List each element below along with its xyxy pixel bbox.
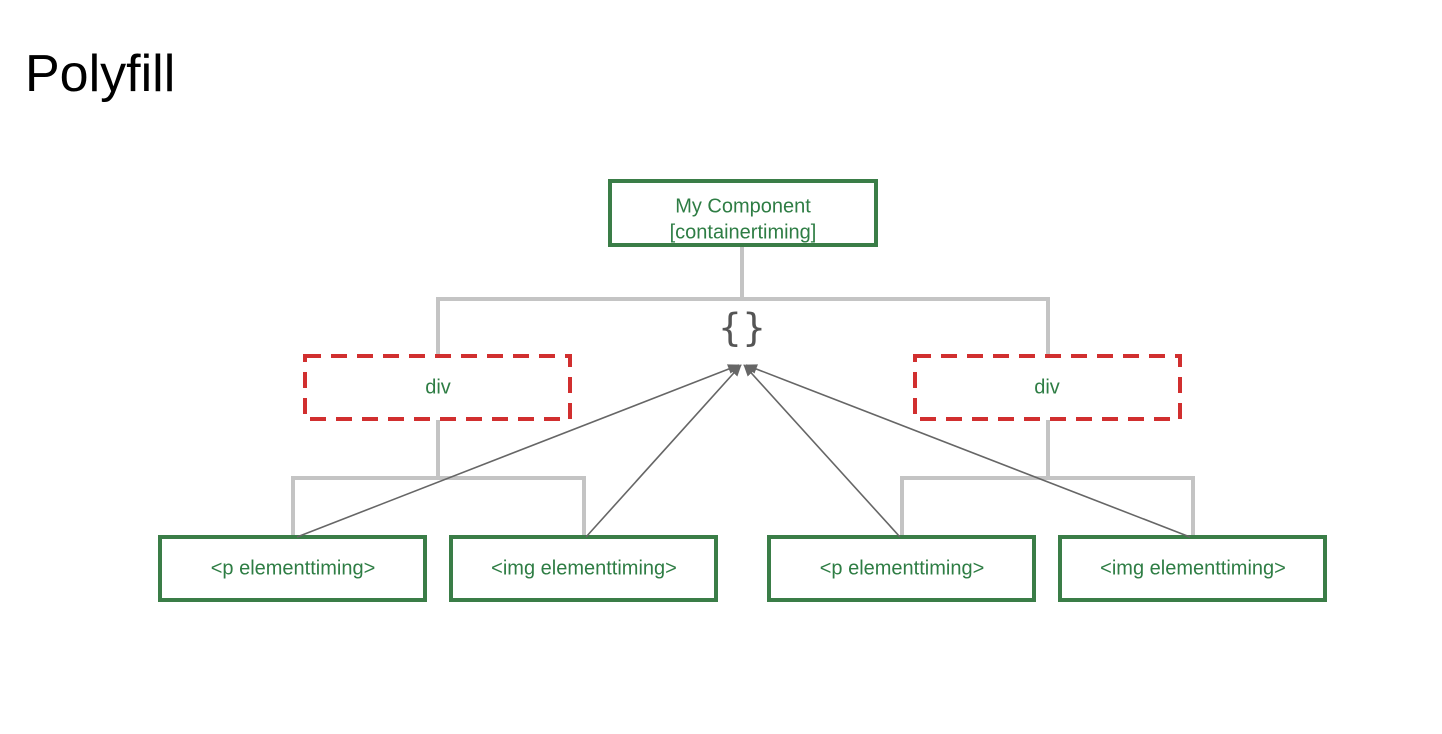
leaf-node-p-left: <p elementtiming> — [158, 535, 427, 602]
component-node-attribute: [containertiming] — [670, 221, 817, 243]
component-node-name: My Component — [675, 195, 811, 217]
div-node-left: div — [303, 354, 572, 421]
braces-icon: {} — [718, 306, 766, 350]
div-node-right-box — [913, 354, 1182, 421]
report-arrows — [296, 364, 1191, 538]
div-node-left-label: div — [425, 376, 451, 398]
leaf-node-img-left: <img elementtiming> — [449, 535, 718, 602]
connector-right-branch — [900, 476, 1195, 537]
component-node: My Component [containertiming] — [608, 179, 878, 247]
arrow-leaf-p-right — [743, 364, 901, 538]
tree-connectors — [291, 246, 1195, 537]
div-node-right-label: div — [1034, 376, 1060, 398]
leaf-node-img-left-label: <img elementtiming> — [491, 557, 677, 579]
leaf-node-img-right-label: <img elementtiming> — [1100, 557, 1286, 579]
arrow-leaf-img-right — [745, 364, 1191, 538]
leaf-node-p-left-label: <p elementtiming> — [211, 557, 376, 579]
connector-root-branch — [436, 297, 1050, 355]
div-node-left-box — [303, 354, 572, 421]
leaf-node-p-right-label: <p elementtiming> — [820, 557, 985, 579]
connector-left-branch — [291, 476, 586, 537]
page-title: Polyfill — [25, 45, 176, 103]
leaf-node-img-right: <img elementtiming> — [1058, 535, 1327, 602]
leaf-node-img-left-box — [449, 535, 718, 602]
leaf-node-p-left-box — [158, 535, 427, 602]
component-node-box — [608, 179, 878, 247]
leaf-node-p-right: <p elementtiming> — [767, 535, 1036, 602]
leaf-node-p-right-box — [767, 535, 1036, 602]
leaf-node-img-right-box — [1058, 535, 1327, 602]
arrow-leaf-p-left — [296, 364, 740, 538]
arrow-leaf-img-left — [585, 364, 742, 538]
div-node-right: div — [913, 354, 1182, 421]
